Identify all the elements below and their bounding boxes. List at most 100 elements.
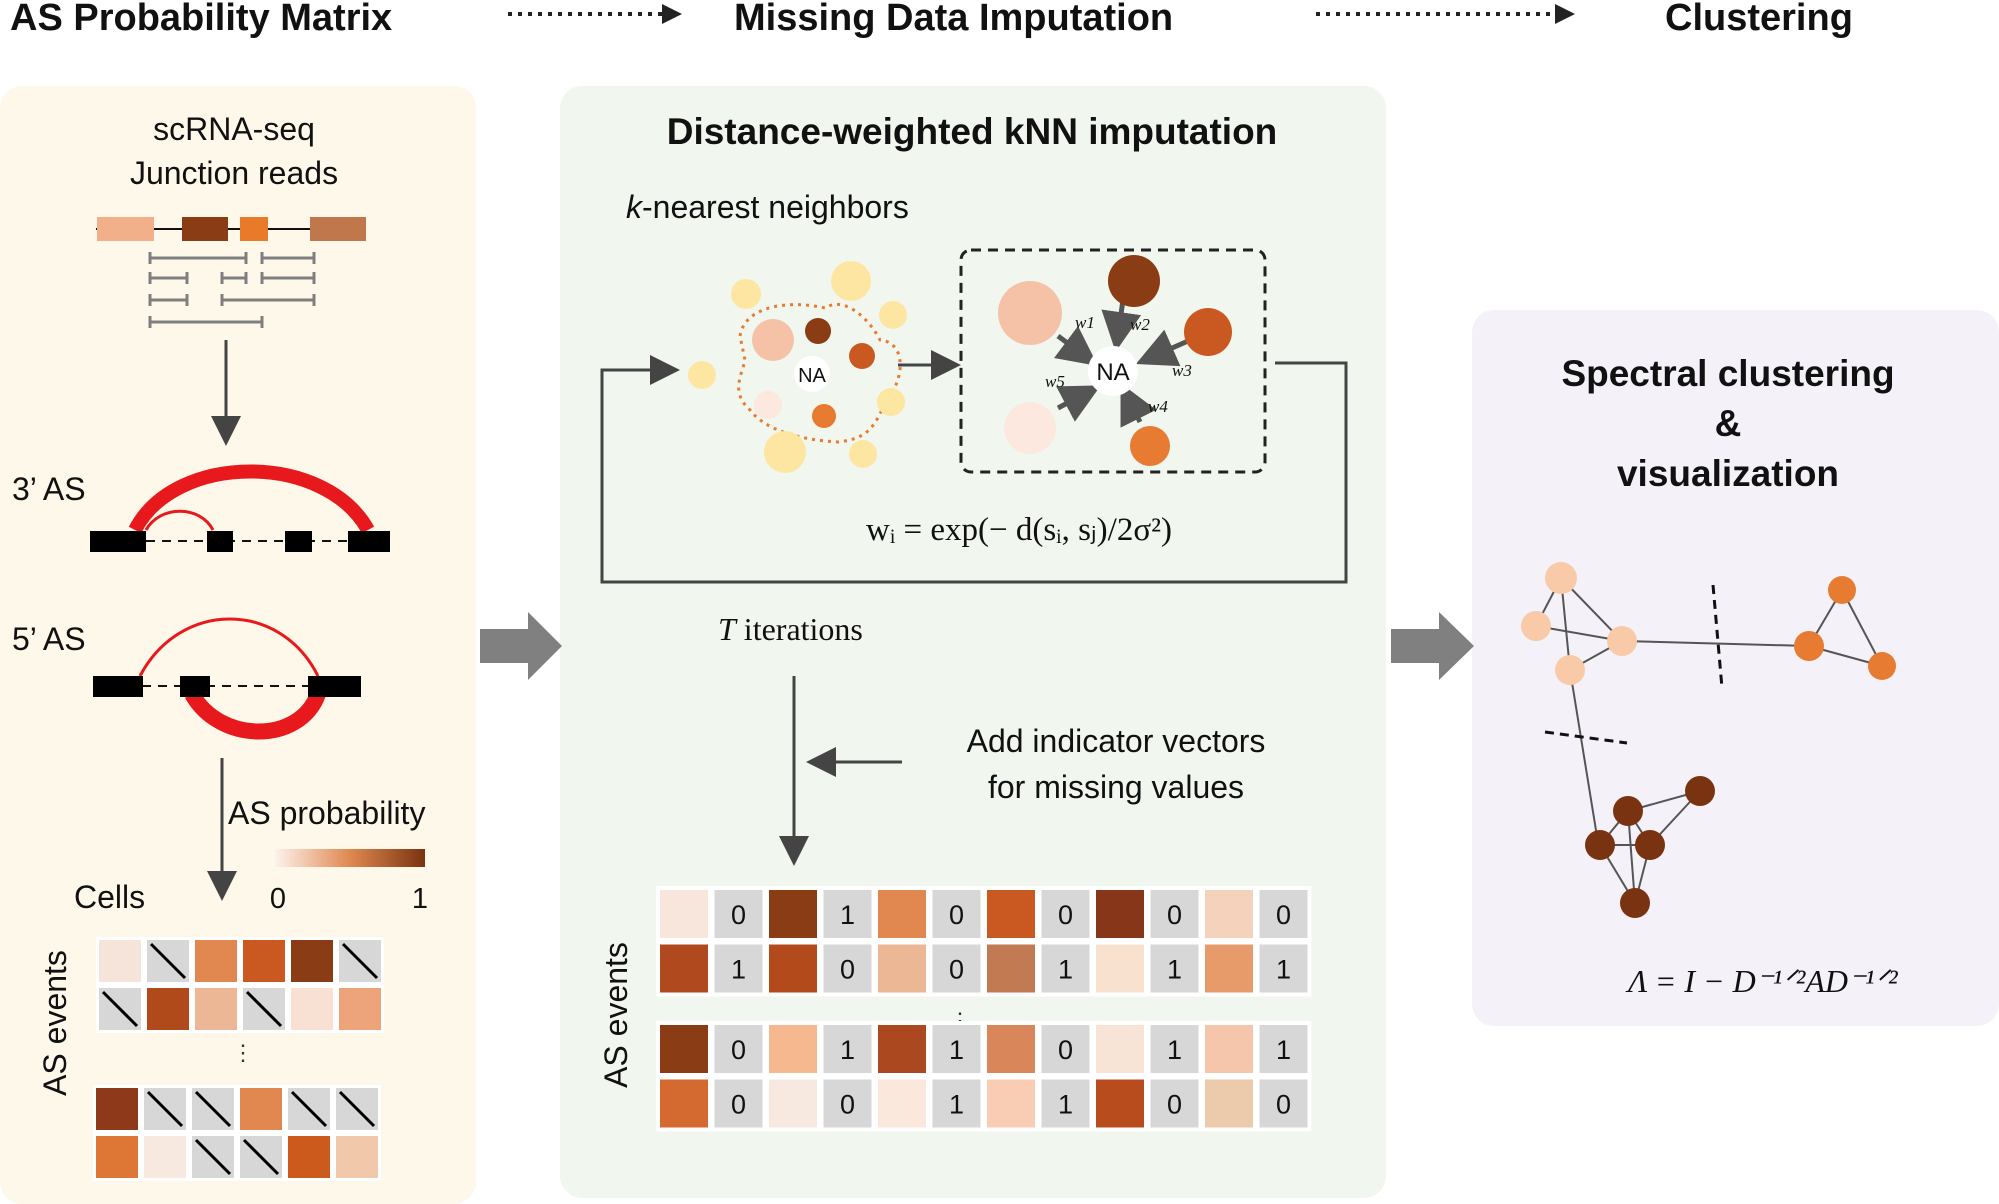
indicator-cell <box>1041 1025 1090 1073</box>
indicator-cell <box>1259 1025 1308 1073</box>
indicator-cell <box>1041 890 1090 938</box>
matrix-cell <box>1205 1079 1253 1128</box>
indicator-cell <box>1041 944 1090 993</box>
indicator-value: 0 <box>1167 900 1182 930</box>
matrix-frame <box>96 937 384 1033</box>
indicator-cell <box>823 1079 872 1128</box>
dotted-arrow-icon <box>508 4 682 24</box>
iteration-loop <box>600 355 1348 584</box>
neighbor-node <box>1004 402 1056 454</box>
indicator-value: 0 <box>840 955 855 985</box>
junction-reads <box>148 252 316 328</box>
probability-matrix-top <box>96 937 384 1033</box>
indicator-cell <box>932 890 981 938</box>
indicator-value: 1 <box>731 955 746 985</box>
stage-title-probability-matrix: AS Probability Matrix <box>10 0 392 39</box>
matrix-cell <box>769 1079 817 1128</box>
iterations-label: T iterations <box>718 611 863 647</box>
block-arrow-icon <box>480 612 562 680</box>
indicator-value: 1 <box>949 1090 964 1120</box>
matrix-cell <box>878 890 926 938</box>
indicator-value: 0 <box>1167 1090 1182 1120</box>
indicator-text-line2: for missing values <box>988 769 1244 805</box>
weight-w1: w1 <box>1075 313 1095 332</box>
indicator-cell <box>714 1025 763 1073</box>
slash-cell-icon <box>290 1090 328 1128</box>
knn-k: k <box>626 189 644 225</box>
indicator-cell <box>823 944 872 993</box>
clustering-title-line2: & <box>1715 403 1742 444</box>
stage-title-clustering: Clustering <box>1665 0 1853 39</box>
slash-cell-icon <box>242 1138 280 1176</box>
indicator-cell <box>932 1079 981 1128</box>
matrix-cell <box>660 890 708 938</box>
iterations-t: T <box>718 611 738 647</box>
matrix-ellipsis-left: ⋮ <box>232 1040 254 1065</box>
matrix-cell <box>339 988 381 1030</box>
indicator-cell <box>1150 1079 1199 1128</box>
stage-title-imputation: Missing Data Imputation <box>734 0 1173 39</box>
indicator-value: 0 <box>1276 900 1291 930</box>
neighbor-node <box>998 281 1062 345</box>
matrix-cell <box>147 988 189 1030</box>
na-node <box>1088 346 1138 396</box>
matrix-cell <box>987 1079 1035 1128</box>
indicator-value: 1 <box>1167 1035 1182 1065</box>
indicator-cell <box>1259 1079 1308 1128</box>
clustering-title-line1: Spectral clustering <box>1561 353 1894 394</box>
na-label-small: NA <box>798 365 826 387</box>
indicator-value: 1 <box>840 1035 855 1065</box>
imputation-title: Distance-weighted kNN imputation <box>667 111 1278 152</box>
matrix-cell <box>660 944 708 993</box>
matrix-cell <box>769 890 817 938</box>
matrix-cell <box>878 944 926 993</box>
matrix-cell <box>1096 1079 1144 1128</box>
matrix-cell <box>96 1088 138 1130</box>
scrna-title-line2: Junction reads <box>130 155 338 191</box>
indicator-cell <box>714 890 763 938</box>
label-5-as: 5’ AS <box>12 621 86 657</box>
indicator-value: 0 <box>1058 1035 1073 1065</box>
matrix-cell <box>1205 890 1253 938</box>
matrix-cell <box>336 1136 378 1178</box>
laplacian-formula: Λ = I − D⁻¹ᐟ²AD⁻¹ᐟ² <box>1625 963 1899 999</box>
neighbor-node <box>1184 308 1232 356</box>
neighbor-node <box>1108 255 1160 307</box>
matrix-cell <box>1205 944 1253 993</box>
indicator-cell <box>714 944 763 993</box>
matrix-cell <box>878 1079 926 1128</box>
block-arrow-icon <box>1391 612 1474 680</box>
matrix-frame <box>93 1085 381 1181</box>
slash-cell-icon <box>245 990 283 1028</box>
matrix-cell <box>1096 890 1144 938</box>
weight-w5: w5 <box>1045 372 1065 391</box>
matrix-cell <box>660 1079 708 1128</box>
matrix-cell <box>769 944 817 993</box>
knn-rest: -nearest neighbors <box>642 189 909 225</box>
slash-cell-icon <box>194 1138 232 1176</box>
indicator-value: 1 <box>1276 1035 1291 1065</box>
probability-matrix-bottom <box>93 1085 381 1181</box>
scale-max-label: 1 <box>412 883 428 915</box>
indicator-value: 0 <box>731 1090 746 1120</box>
matrix-cell <box>144 1136 186 1178</box>
matrix-cell <box>99 940 141 982</box>
indicator-value: 1 <box>1276 955 1291 985</box>
indicator-value: 1 <box>840 900 855 930</box>
indicator-value: 0 <box>1058 900 1073 930</box>
matrix-cell <box>769 1025 817 1073</box>
panel-probability-matrix <box>0 86 476 1204</box>
matrix-cell <box>288 1136 330 1178</box>
slash-cell-icon <box>338 1090 376 1128</box>
slash-cell-icon <box>149 942 187 980</box>
matrix-cell <box>987 890 1035 938</box>
knn-label: k-nearest neighbors <box>626 189 909 225</box>
iterations-rest: iterations <box>736 611 863 647</box>
matrix-cell <box>291 940 333 982</box>
matrix-cell <box>1205 1025 1253 1073</box>
label-as-events-left: AS events <box>37 950 73 1096</box>
weight-formula: wᵢ = exp(− d(sᵢ, sⱼ)/2σ²) <box>866 512 1172 548</box>
indicator-cell <box>1259 890 1308 938</box>
